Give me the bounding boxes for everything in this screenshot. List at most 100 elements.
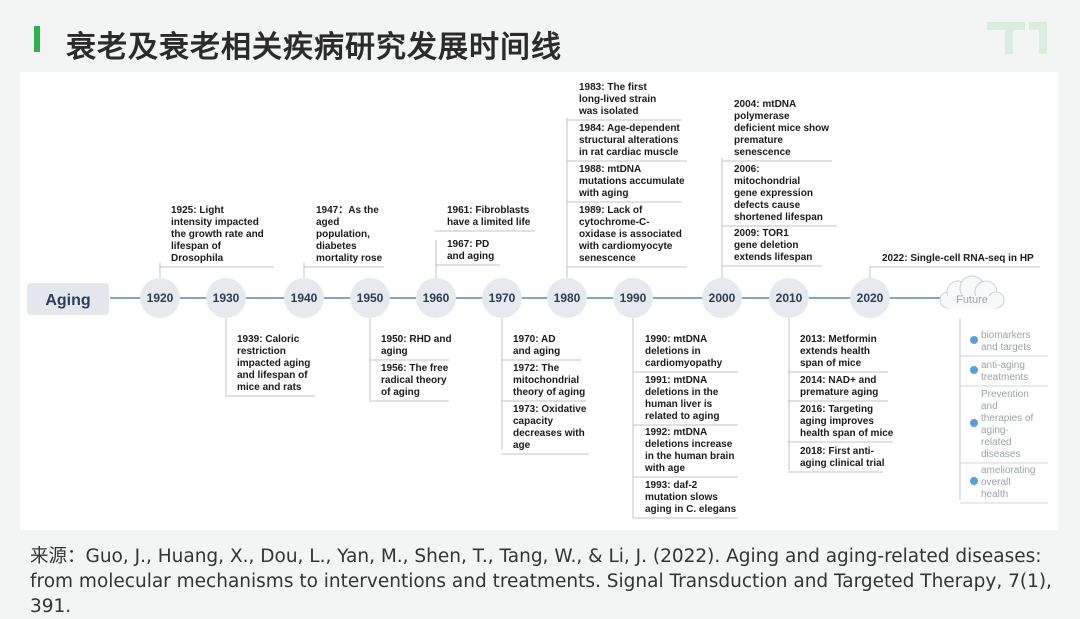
event-line: impacted aging <box>237 358 310 369</box>
event-line: deletions in the <box>645 387 719 398</box>
page-title: 衰老及衰老相关疾病研究发展时间线 <box>66 30 562 65</box>
event-line: 2013: Metformin <box>800 334 877 345</box>
year-node-1920 <box>140 278 180 318</box>
event-line: 1961: Fibroblasts <box>447 205 530 216</box>
event-line: mutation slows <box>645 492 718 503</box>
event-line: extends health <box>800 346 870 357</box>
event-line: 2018: First anti- <box>800 446 874 457</box>
future-item-line: treatments <box>981 372 1028 383</box>
event-line: 1988: mtDNA <box>579 164 641 175</box>
event-line: extends lifespan <box>734 252 812 263</box>
aging-start-label: Aging <box>45 292 90 309</box>
year-node-1930 <box>206 278 246 318</box>
bullet-icon <box>970 336 978 344</box>
year-node-1970 <box>482 278 522 318</box>
event-line: of aging <box>381 387 420 398</box>
event-line: polymerase <box>734 111 790 122</box>
event-line: 2004: mtDNA <box>734 99 796 110</box>
event-line: population, <box>316 229 370 240</box>
event-line: senescence <box>734 147 791 158</box>
event-line: gene expression <box>734 188 813 199</box>
event-line: aging in C. elegans <box>645 504 737 515</box>
event-line: with cardiomyocyte <box>578 241 673 252</box>
event-line: in the human brain <box>645 451 734 462</box>
bullet-icon <box>970 419 978 427</box>
event-line: cytochrome-C- <box>579 217 650 228</box>
year-node-2020 <box>850 278 890 318</box>
event-line: the growth rate and <box>171 229 264 240</box>
event-line: 1990: mtDNA <box>645 334 707 345</box>
event-line: 1972: The <box>513 363 560 374</box>
year-label-1980: 1980 <box>554 291 581 305</box>
event-line: structural alterations <box>579 135 679 146</box>
event-line: 1970: AD <box>513 334 555 345</box>
title-accent-bar <box>34 26 40 52</box>
event-line: was isolated <box>578 106 638 117</box>
event-line: 1947：As the <box>316 205 379 216</box>
event-line: 1991: mtDNA <box>645 375 707 386</box>
event-line: lifespan of <box>171 241 222 252</box>
event-line: 1967: PD <box>447 239 489 250</box>
bullet-icon <box>970 366 978 374</box>
future-item-line: and targets <box>981 342 1031 353</box>
event-line: long-lived strain <box>579 94 656 105</box>
event-line: span of mice <box>800 358 862 369</box>
future-item-line: ameliorating <box>981 465 1035 476</box>
year-node-2010 <box>769 278 809 318</box>
event-2022: 2022: Single-cell RNA-seq in HP <box>870 253 1040 268</box>
event-line: mutations accumulate <box>579 176 685 187</box>
event-line: health span of mice <box>800 428 894 439</box>
event-line: mice and rats <box>237 382 302 393</box>
event-2018: 2018: First anti-aging clinical trial <box>788 446 885 473</box>
year-label-1940: 1940 <box>291 291 318 305</box>
event-line: deletions in <box>645 346 701 357</box>
aging-start-box <box>27 283 109 315</box>
event-line: premature <box>734 135 783 146</box>
event-line: 2016: Targeting <box>800 404 873 415</box>
event-line: and aging <box>447 251 494 262</box>
event-line: aging clinical trial <box>800 458 885 469</box>
event-line: 1950: RHD and <box>381 334 452 345</box>
event-1947: 1947：As theagedpopulation,diabetesmortal… <box>304 205 384 268</box>
year-label-2010: 2010 <box>776 291 803 305</box>
future-label: Future <box>956 294 988 306</box>
event-line: 1984: Age-dependent <box>579 123 680 134</box>
future-item-line: and <box>981 401 998 412</box>
event-line: deficient mice show <box>734 123 829 134</box>
event-line: premature aging <box>800 387 878 398</box>
event-line: gene deletion <box>734 240 798 251</box>
year-node-1980 <box>547 278 587 318</box>
event-line: Drosophila <box>171 253 224 264</box>
event-line: 1989: Lack of <box>579 205 643 216</box>
event-line: have a limited life <box>447 217 531 228</box>
event-line: mortality rose <box>316 253 383 264</box>
event-line: in rat cardiac muscle <box>579 147 679 158</box>
year-label-1970: 1970 <box>489 291 516 305</box>
event-line: 1992: mtDNA <box>645 427 707 438</box>
event-line: deletions increase <box>645 439 733 450</box>
event-line: 1939: Caloric <box>237 334 300 345</box>
year-label-2000: 2000 <box>709 291 736 305</box>
future-item-line: related <box>981 437 1012 448</box>
source-citation: 来源：Guo, J., Huang, X., Dou, L., Yan, M.,… <box>30 546 1052 617</box>
event-line: shortened lifespan <box>734 212 823 223</box>
